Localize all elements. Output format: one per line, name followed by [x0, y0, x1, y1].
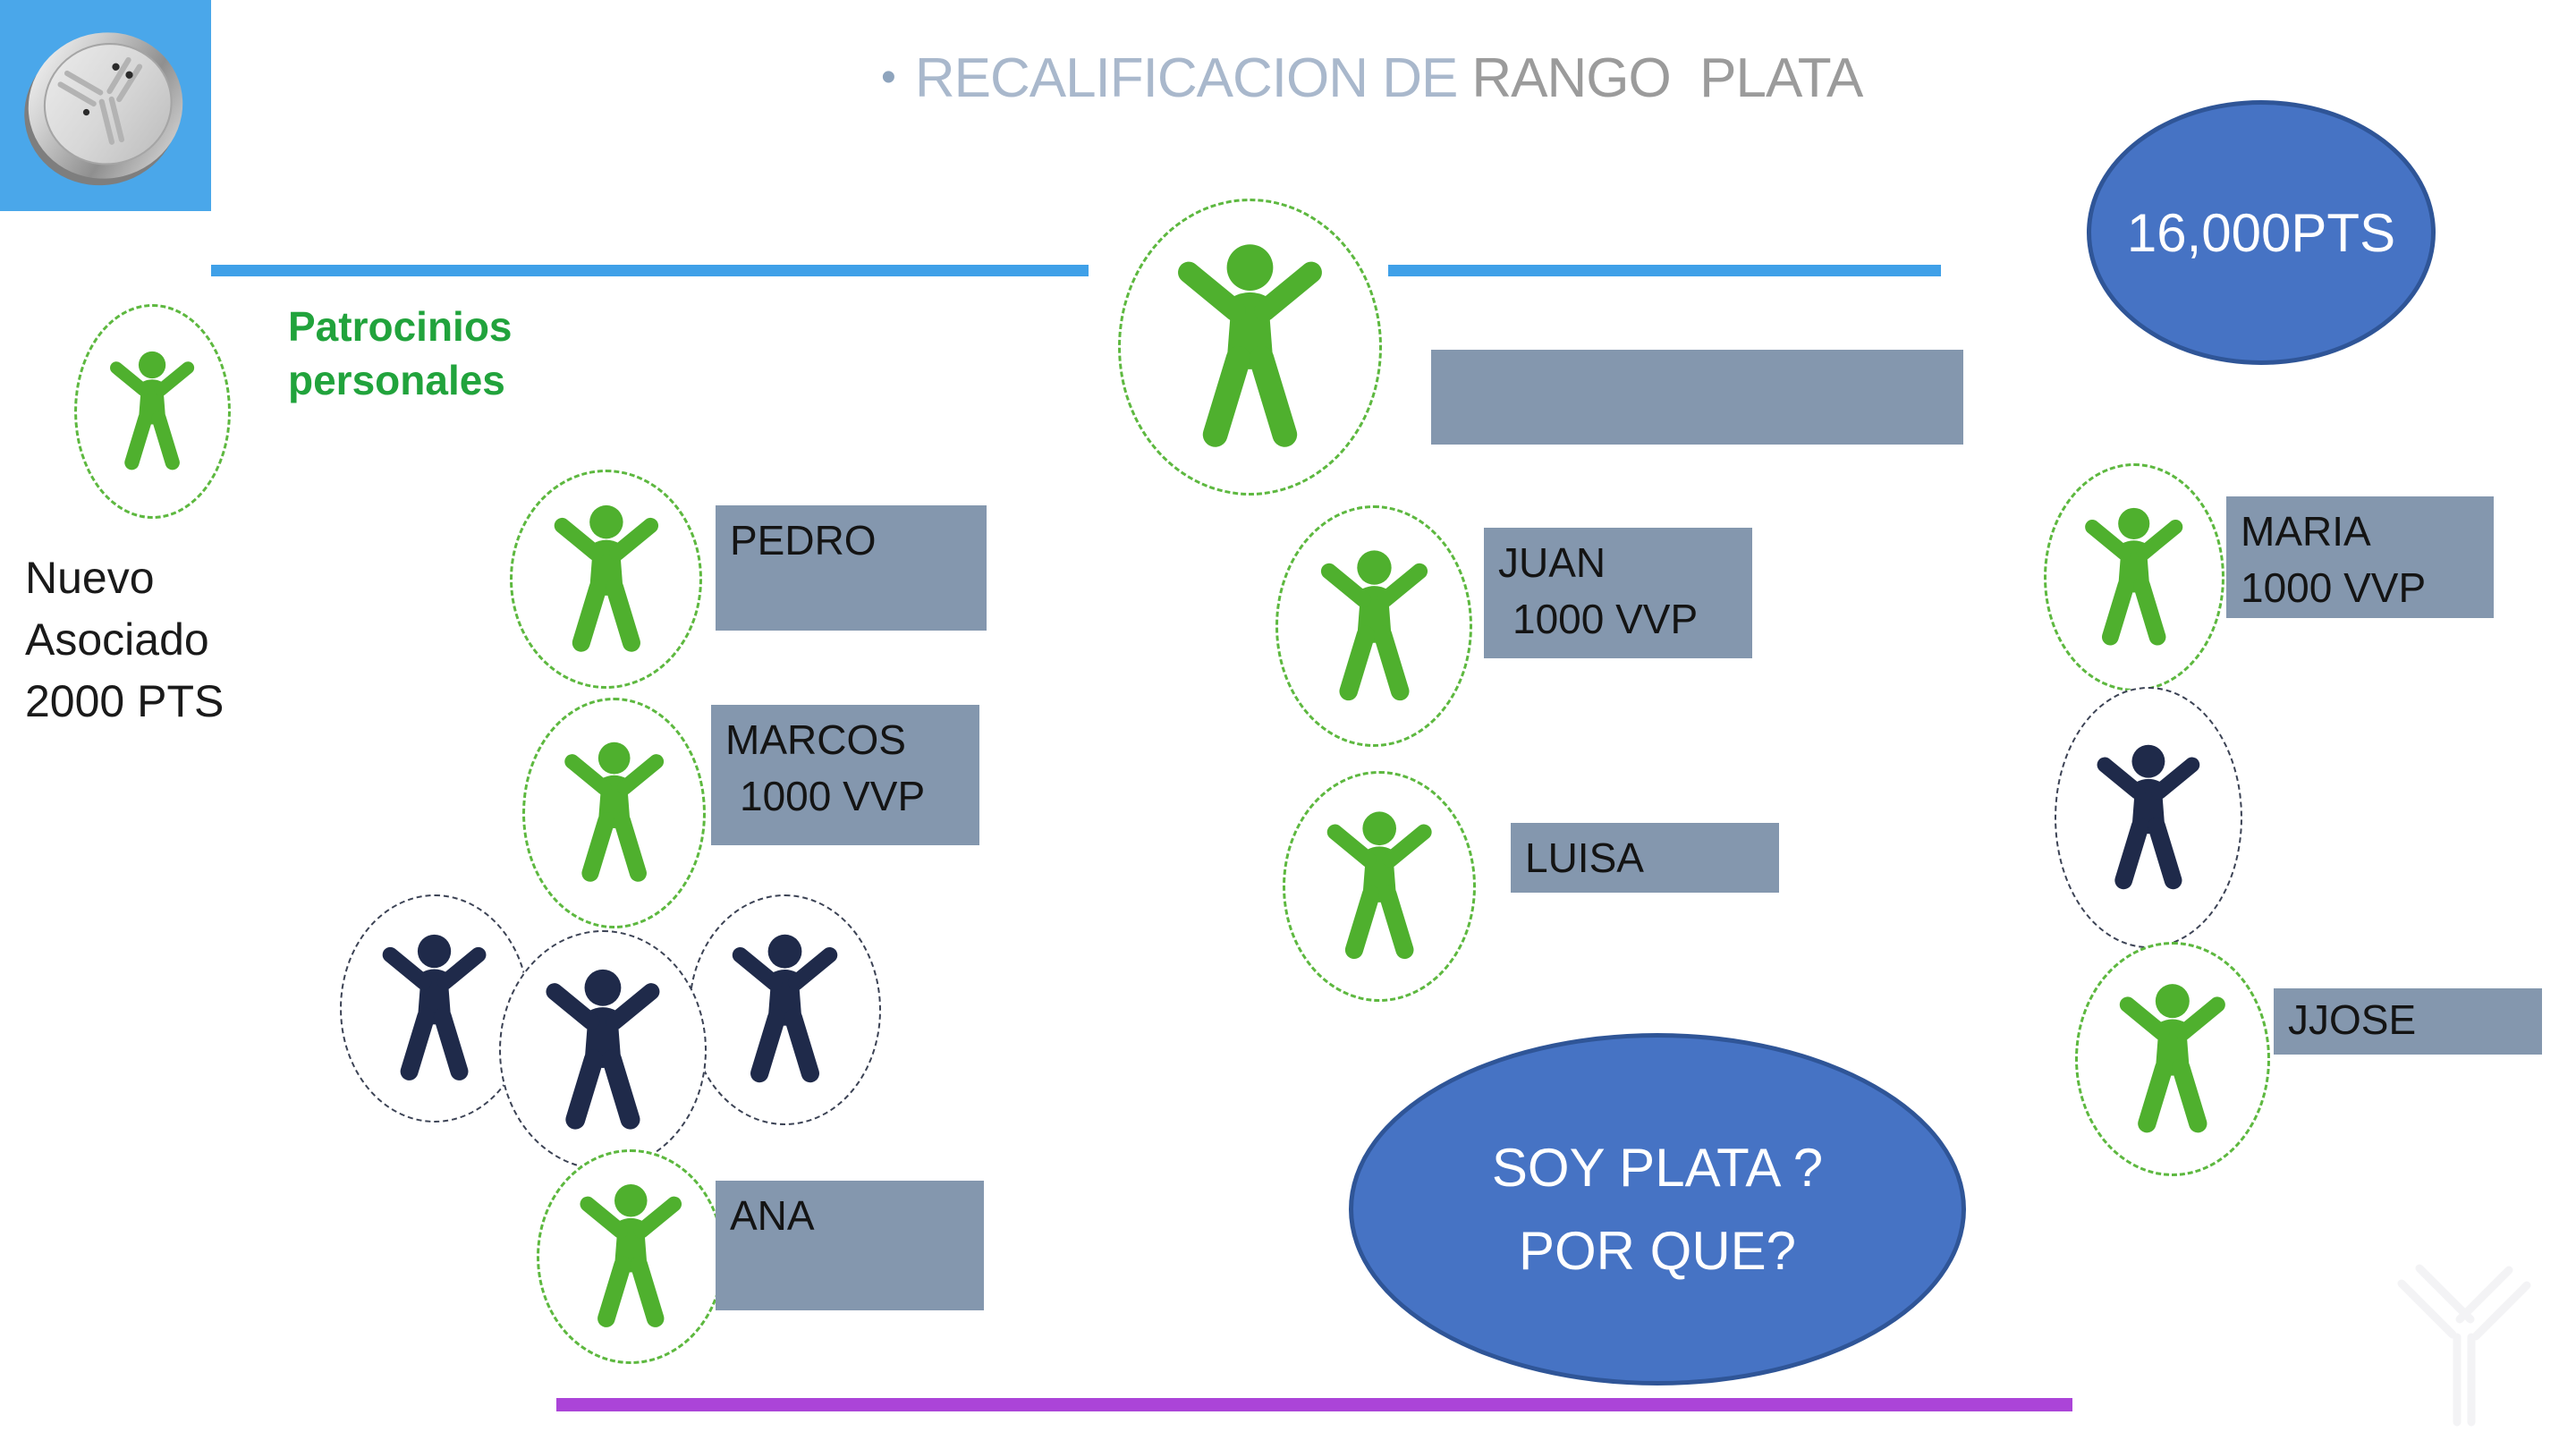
person-icon: [538, 961, 668, 1140]
member-name: MARCOS: [725, 716, 906, 763]
page-title: • RECALIFICACION DE RANGO PLATA: [881, 47, 1863, 110]
new-associate-note: Nuevo Asociado 2000 PTS: [25, 547, 224, 733]
logo-tile: [0, 0, 211, 211]
member-figure-maria: [2044, 463, 2224, 691]
title-text-secondary: RANGO PLATA: [1471, 47, 1863, 109]
prospect-figure-right-column: [2055, 687, 2242, 948]
member-label-maria: MARIA 1000 VVP: [2226, 496, 2494, 618]
bottom-divider-line: [556, 1398, 2072, 1411]
person-icon: [375, 923, 494, 1094]
person-icon: [2078, 493, 2190, 662]
person-icon: [1319, 801, 1439, 972]
prospect-figure-middle: [499, 930, 707, 1170]
question-bubble-line2: POR QUE?: [1518, 1221, 1797, 1281]
prospect-figure-left: [340, 894, 530, 1123]
member-label-ana: ANA: [716, 1181, 984, 1310]
sponsor-header: Patrocinios personales: [288, 301, 513, 408]
center-associate-figure: [1118, 199, 1382, 496]
points-bubble: 16,000PTS: [2087, 100, 2436, 365]
member-vvp: 1000 VVP: [1513, 596, 1699, 643]
member-figure-luisa: [1283, 771, 1476, 1002]
person-icon: [547, 498, 666, 661]
person-icon: [2089, 720, 2207, 916]
person-icon: [557, 727, 671, 899]
question-bubble: SOY PLATA ? POR QUE?: [1349, 1033, 1966, 1385]
sponsor-header-line2: personales: [288, 356, 505, 403]
member-label-juan: JUAN 1000 VVP: [1484, 528, 1752, 658]
member-name: LUISA: [1525, 835, 1644, 881]
new-associate-line2: Asociado: [25, 614, 209, 665]
person-icon: [1313, 537, 1436, 716]
member-name: PEDRO: [730, 517, 877, 564]
member-name: JJOSE: [2288, 996, 2417, 1043]
divider-line-left: [211, 265, 1089, 276]
silver-coin-icon: [24, 32, 183, 186]
points-bubble-text: 16,000PTS: [2126, 202, 2396, 263]
member-figure-juan: [1275, 505, 1472, 747]
title-bullet-icon: •: [881, 54, 896, 101]
prospect-figure-right: [689, 894, 881, 1125]
member-vvp: 1000 VVP: [2241, 564, 2427, 612]
person-icon: [572, 1177, 690, 1336]
root-associate-figure: [74, 304, 231, 519]
member-figure-pedro: [510, 470, 702, 689]
divider-line-right: [1388, 265, 1941, 276]
new-associate-line3: 2000 PTS: [25, 676, 225, 726]
center-empty-label-box: [1431, 350, 1963, 445]
person-icon: [724, 923, 845, 1096]
new-associate-line1: Nuevo: [25, 553, 155, 603]
member-vvp: 1000 VVP: [740, 773, 926, 820]
sponsor-header-line1: Patrocinios: [288, 303, 513, 350]
person-icon: [2112, 972, 2233, 1147]
member-figure-ana: [537, 1149, 724, 1364]
question-bubble-line1: SOY PLATA ?: [1491, 1138, 1824, 1198]
member-label-jjose: JJOSE: [2274, 988, 2542, 1055]
person-icon: [1167, 236, 1333, 458]
person-icon: [104, 332, 200, 491]
member-name: ANA: [730, 1192, 815, 1239]
member-label-luisa: LUISA: [1511, 823, 1779, 893]
member-figure-jjose: [2075, 942, 2270, 1176]
member-label-marcos: MARCOS 1000 VVP: [711, 705, 979, 845]
title-text-primary: RECALIFICACION DE: [914, 47, 1459, 109]
member-name: MARIA: [2241, 508, 2371, 555]
brand-watermark-icon: [2397, 1264, 2531, 1427]
member-figure-marcos: [522, 698, 706, 928]
member-label-pedro: PEDRO: [716, 505, 987, 631]
member-name: JUAN: [1498, 539, 1606, 586]
